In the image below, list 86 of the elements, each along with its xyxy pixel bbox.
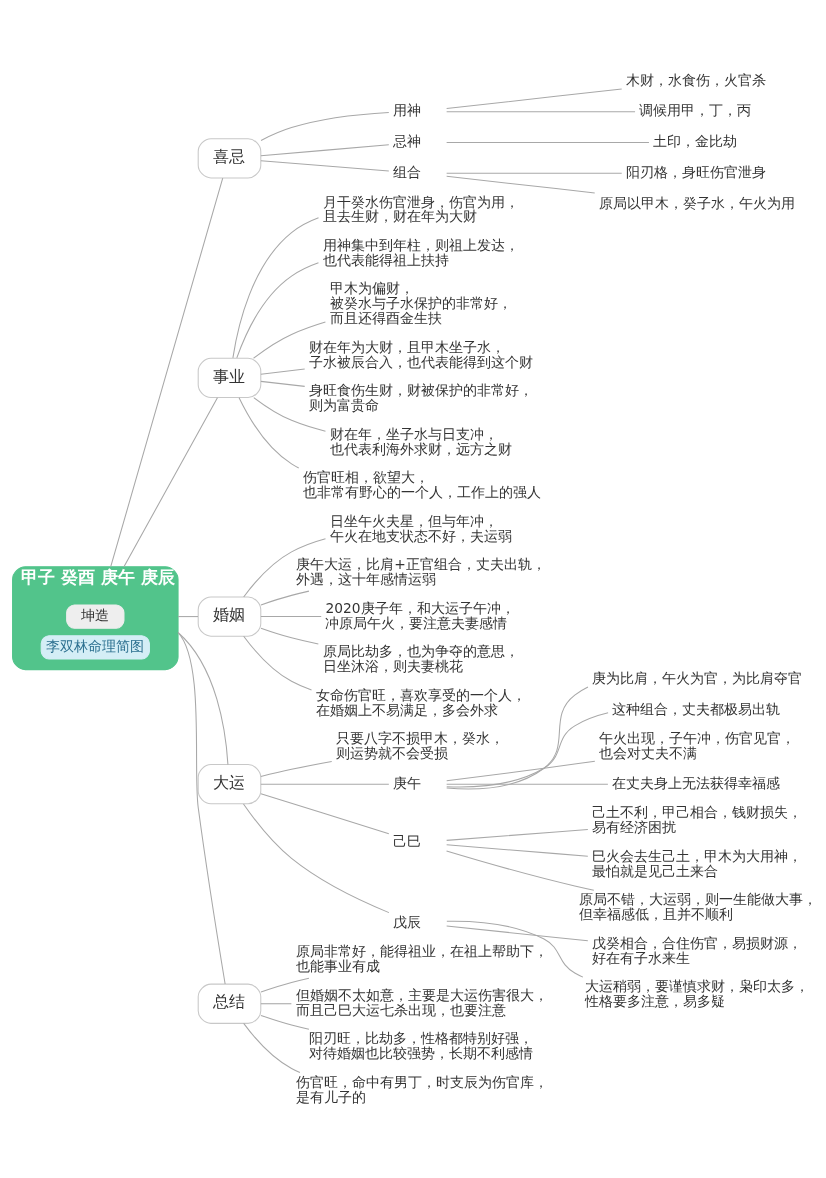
connector <box>446 925 589 942</box>
node-text: 庚午 <box>393 774 422 791</box>
node-text: 2020庚子年，和大运子午冲，冲原局午火，要注意夫妻感情 <box>325 599 515 631</box>
connector <box>260 1003 292 1005</box>
node-text: 但婚姻不太如意，主要是大运伤害很大，而且己巳大运七杀出现，也要注意 <box>295 986 548 1018</box>
connector <box>242 803 390 914</box>
node-text: 木财，水食伤，火官杀 <box>626 71 767 88</box>
node-box: 婚姻 <box>197 596 262 637</box>
node-text: 庚为比肩，午火为官，为比肩夺官 <box>592 669 803 686</box>
node-text: 戊辰 <box>393 913 422 930</box>
node-text: 财在年，坐子水与日支冲，也代表利海外求财，远方之财 <box>329 425 512 457</box>
connector <box>177 631 229 766</box>
node-text: 只要八字不损甲木，癸水，则运势就不会受损 <box>336 730 505 762</box>
connector <box>446 686 589 790</box>
node-text: 午火出现，子午冲，伤官见官，也会对丈夫不满 <box>599 730 796 762</box>
connector <box>123 397 218 568</box>
connector <box>253 397 326 432</box>
connector <box>243 635 313 691</box>
connector <box>446 844 589 857</box>
node-text: 大运稍弱，要谨慎求财，枭印太多，性格要多注意，易多疑 <box>585 978 810 1010</box>
node-text: 用神 <box>393 102 422 119</box>
node-text: 原局比劫多，也为争夺的意思，日坐沐浴，则夫妻桃花 <box>322 643 519 675</box>
node-text: 甲木为偏财，被癸水与子水保护的非常好，而且还得酉金生扶 <box>329 280 512 327</box>
connector <box>446 141 650 143</box>
node-text: 伤官旺，命中有男丁，时支辰为伤官库，是有儿子的 <box>295 1073 548 1105</box>
node-box: 总结 <box>197 983 262 1024</box>
connector <box>260 144 390 157</box>
connector <box>260 793 390 835</box>
connector <box>260 627 319 645</box>
node-text: 在丈夫身上无法获得幸福感 <box>612 774 781 791</box>
connector <box>236 262 319 359</box>
node-text: 组合 <box>393 163 422 180</box>
node-box: 喜忌 <box>197 138 262 179</box>
connector <box>260 112 390 141</box>
node-text: 己土不利，甲己相合，钱财损失，易有经济困扰 <box>592 804 803 836</box>
node-text: 阳刃格，身旺伤官泄身 <box>626 163 767 180</box>
connector <box>446 760 596 782</box>
connector <box>260 977 310 993</box>
node-text: 阳刃旺，比劫多，性格都特别好强，对待婚姻也比较强势，长期不利感情 <box>309 1030 534 1062</box>
node-text: 己巳 <box>393 833 422 850</box>
connector <box>260 783 390 785</box>
node-text: 月干癸水伤官泄身，伤官为用，且去生财，财在年为大财 <box>322 193 519 225</box>
node-box: 大运 <box>197 764 262 805</box>
connector <box>260 590 310 606</box>
connector <box>238 397 300 469</box>
node-text: 用神集中到年柱，则祖上发达，也代表能得祖上扶持 <box>322 236 519 268</box>
node-text: 日坐午火夫星，但与年冲，午火在地支状态不好，夫运弱 <box>329 512 512 544</box>
connector <box>260 1014 310 1030</box>
node-text: 伤官旺相，欲望大，也非常有野心的一个人，工作上的强人 <box>302 469 541 501</box>
connector <box>253 321 326 359</box>
node-text: 原局非常好，能得祖业，在祖上帮助下，也能事业有成 <box>295 943 548 975</box>
connector <box>446 783 609 785</box>
node-box: 坤造 <box>66 604 125 629</box>
node-text: 庚午大运，比肩+正官组合，丈夫出轨，外遇，这十年感情运弱 <box>296 556 546 588</box>
node-text: 土印，金比劫 <box>653 133 738 150</box>
connector <box>260 160 390 172</box>
node-text: 原局以甲木，癸子水，午火为用 <box>599 194 796 211</box>
node-text: 忌神 <box>393 133 422 150</box>
node-text: 调候用甲，丁，丙 <box>639 102 752 119</box>
connector <box>446 828 589 841</box>
connector <box>446 88 623 110</box>
connector <box>260 380 306 387</box>
connector <box>446 712 609 788</box>
connector <box>177 616 199 618</box>
connector <box>260 368 306 375</box>
connector <box>446 172 623 174</box>
connector <box>177 631 226 985</box>
connector <box>243 1022 301 1074</box>
node-text: 巳火会去生己土，甲木为大用神，最怕就是见己土来合 <box>592 847 803 879</box>
connector <box>110 177 224 568</box>
connector <box>446 850 595 891</box>
node-text: 身旺食伤生财，财被保护的非常好，则为富贵命 <box>309 382 534 414</box>
node-text: 这种组合，丈夫都极易出轨 <box>612 700 781 717</box>
connector <box>260 616 322 618</box>
node-text: 财在年为大财，且甲木坐子水，子水被辰合入，也代表能得到这个财 <box>309 338 534 370</box>
node-box: 李双林命理简图 <box>40 635 150 660</box>
node-box: 事业 <box>197 357 262 399</box>
connector <box>232 217 320 359</box>
connector <box>446 111 636 113</box>
connector <box>446 175 596 194</box>
connector <box>260 760 333 777</box>
node-text: 戊癸相合，合住伤官，易损财源，好在有子水来生 <box>592 934 803 966</box>
connector <box>446 920 584 978</box>
connector <box>243 538 326 598</box>
node-text: 原局不错，大运弱，则一生能做大事，但幸福感低，且并不顺利 <box>579 891 817 923</box>
node-text: 女命伤官旺，喜欢享受的一个人，在婚姻上不易满足，多会外求 <box>315 686 526 718</box>
